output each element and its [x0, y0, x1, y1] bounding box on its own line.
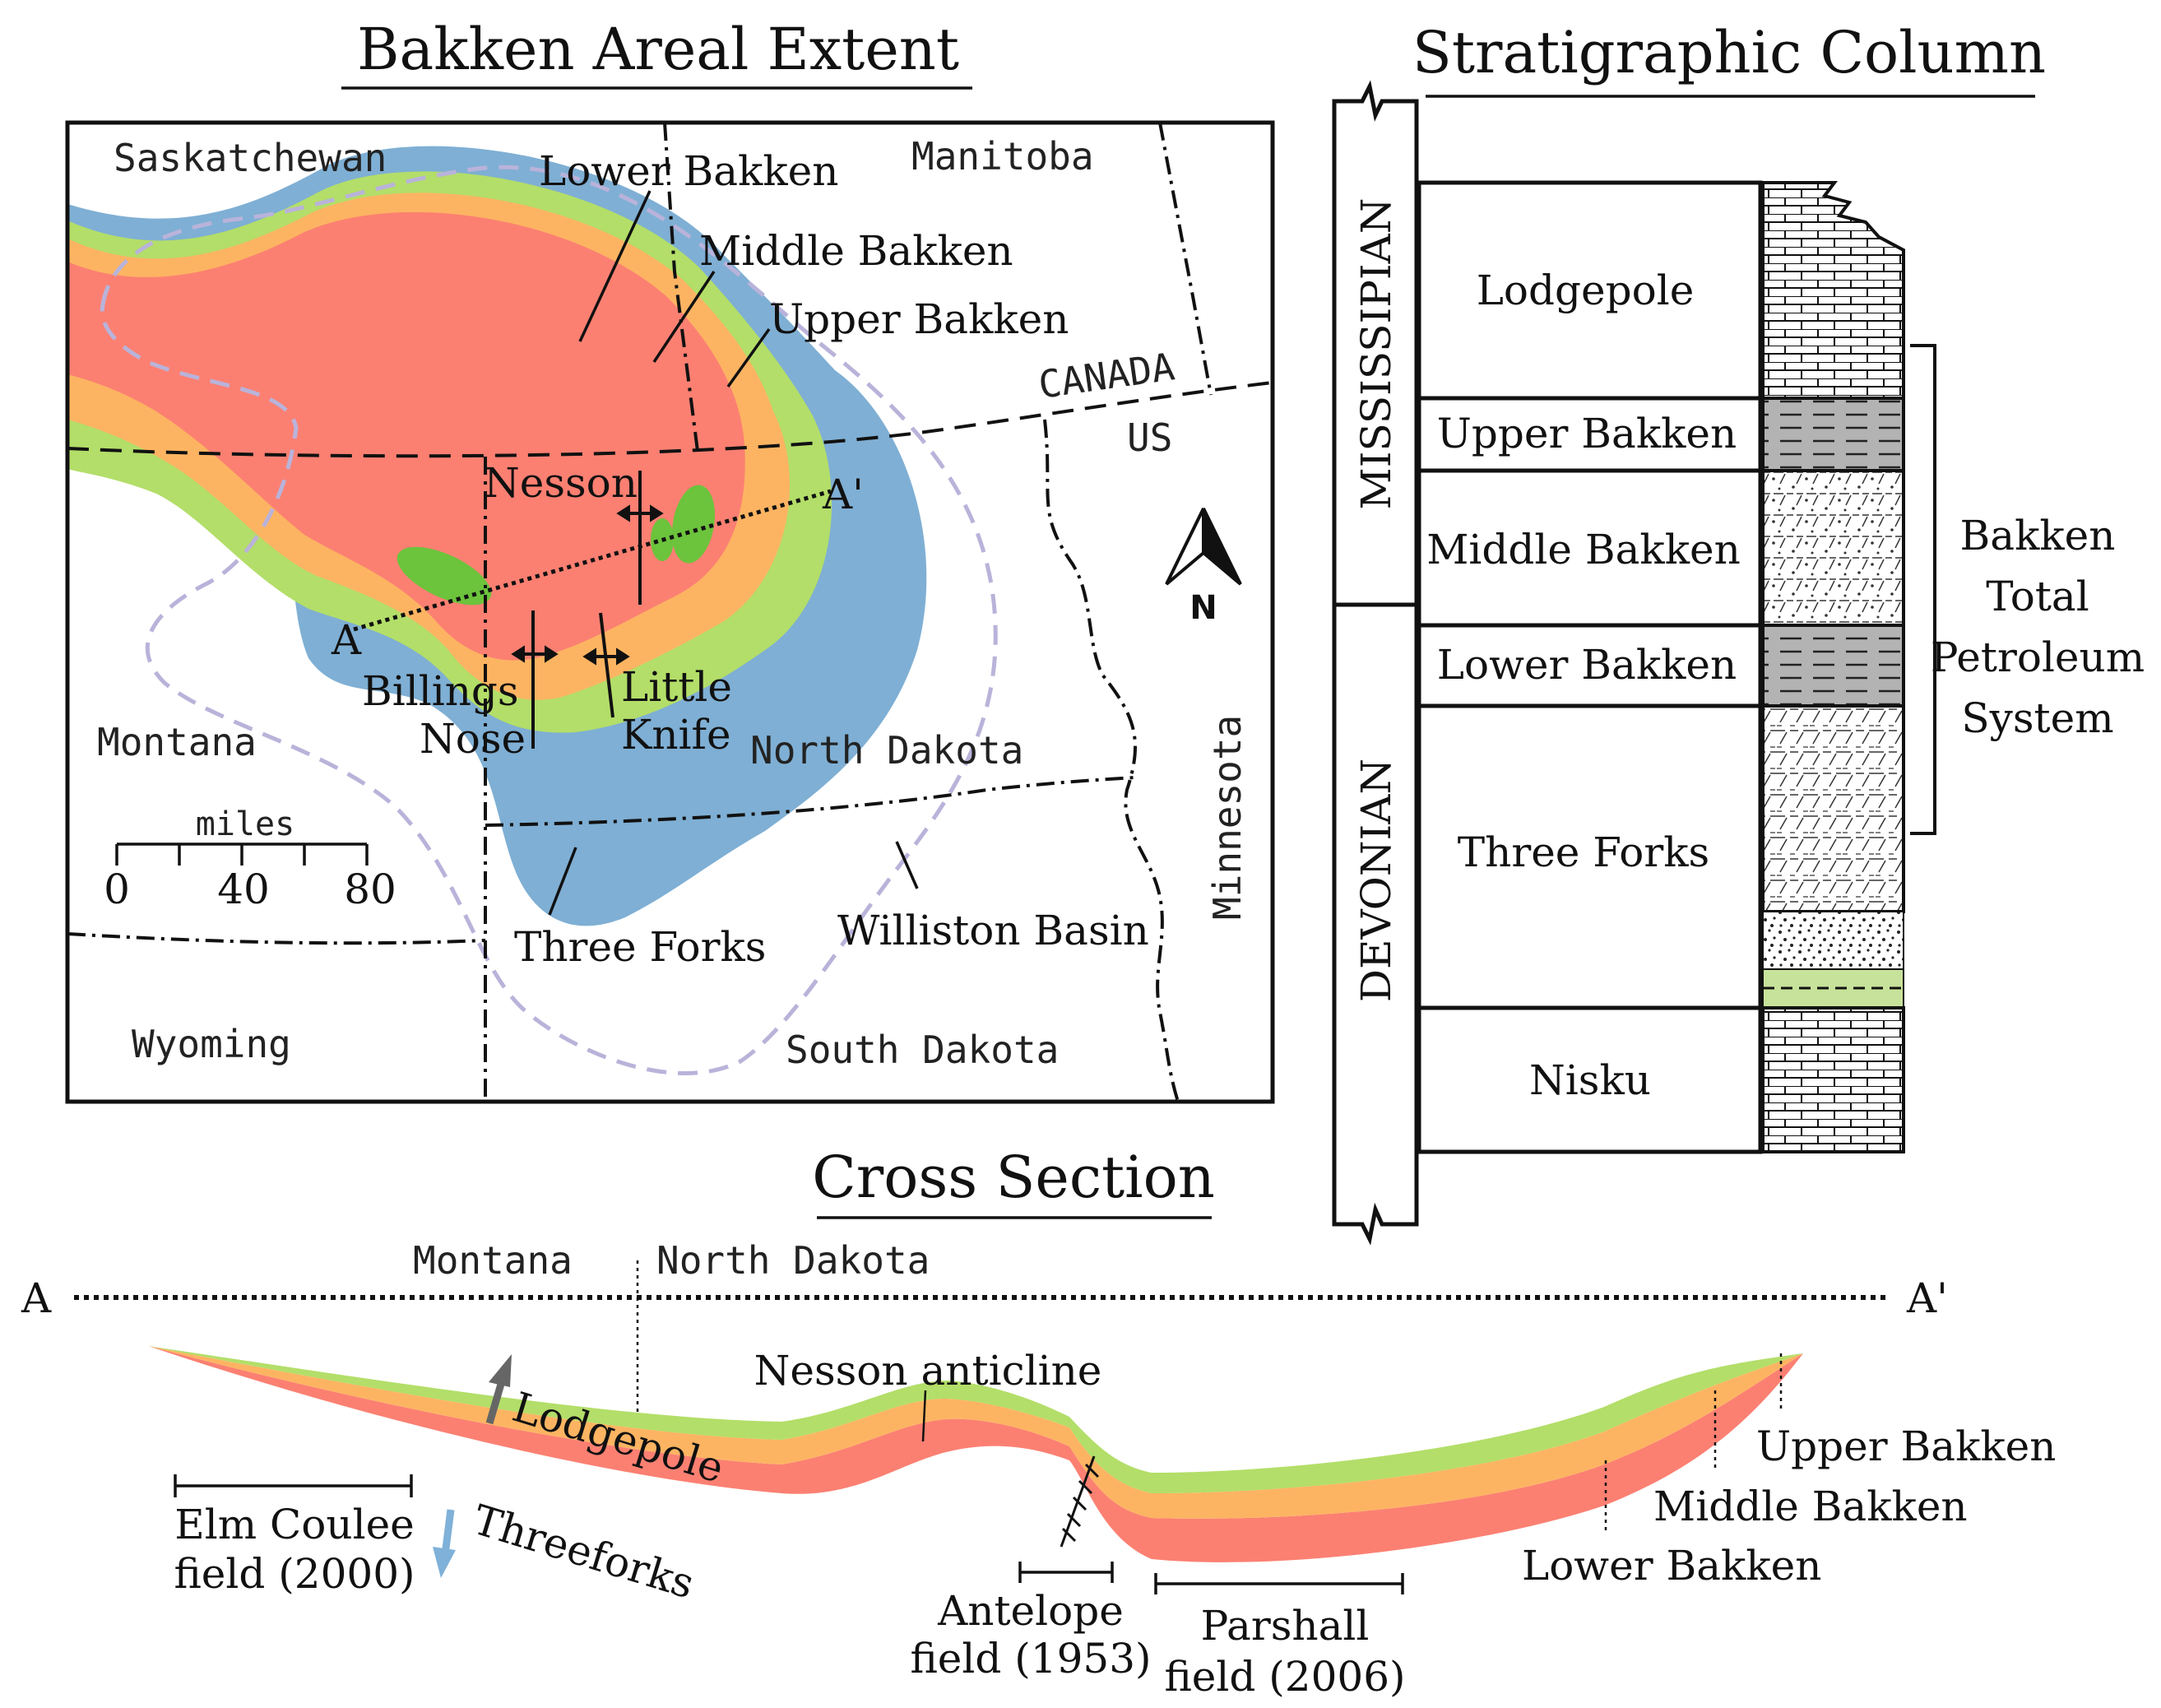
cross-section-trace	[353, 489, 832, 632]
unit-lodgepole: Lodgepole	[1477, 267, 1695, 314]
label-antelope-2: field (1953)	[910, 1635, 1151, 1682]
label-montana: Montana	[97, 720, 257, 764]
label-minnesota: Minnesota	[1205, 715, 1250, 920]
label-nesson: Nesson	[484, 459, 638, 507]
label-north-dakota: North Dakota	[750, 728, 1023, 773]
label-threeforks: Threeforks	[467, 1496, 699, 1608]
label-point-a: A	[331, 616, 362, 664]
label-knife: Knife	[621, 711, 731, 759]
tps-line-4: System	[1961, 694, 2113, 742]
label-section-middle-bakken: Middle Bakken	[1653, 1483, 1968, 1530]
period-devonian: DEVONIAN	[1352, 759, 1400, 1002]
label-saskatchewan: Saskatchewan	[114, 136, 387, 180]
unit-lower-bakken: Lower Bakken	[1437, 641, 1737, 689]
unit-middle-bakken: Middle Bakken	[1426, 526, 1741, 573]
unit-three-forks: Three Forks	[1458, 828, 1709, 876]
map-title: Bakken Areal Extent	[357, 16, 959, 83]
label-section-upper-bakken: Upper Bakken	[1756, 1423, 2056, 1470]
label-section-lower-bakken: Lower Bakken	[1522, 1542, 1821, 1590]
arrow-down-icon	[433, 1509, 456, 1578]
label-lower-bakken: Lower Bakken	[539, 147, 838, 195]
lith-nisku	[1761, 1006, 1905, 1153]
williston-basin-outline	[100, 165, 998, 1075]
scale-tick-80: 80	[344, 866, 396, 913]
label-nesson-anticline: Nesson anticline	[754, 1347, 1102, 1395]
label-billings: Billings	[362, 667, 519, 715]
lith-three-forks-sand	[1762, 911, 1904, 970]
section-point-a: A	[21, 1274, 52, 1322]
period-bar	[1332, 80, 1419, 1246]
label-antelope-1: Antelope	[937, 1587, 1124, 1635]
nd-sd-border	[485, 776, 1136, 827]
north-label: N	[1189, 589, 1217, 627]
scale-title: miles	[196, 805, 294, 843]
section-title: Cross Section	[812, 1144, 1215, 1211]
field-patch-east	[672, 485, 715, 564]
lith-middle-bakken	[1761, 469, 1905, 627]
section-montana: Montana	[413, 1238, 573, 1283]
scale-bar: miles 0 40 80	[104, 805, 396, 913]
nd-minnesota-border	[1043, 419, 1180, 1102]
tps-bracket	[1910, 344, 1936, 835]
label-us: US	[1127, 415, 1172, 460]
structure-symbols	[511, 471, 664, 749]
montana-wyoming-border	[67, 932, 486, 945]
unit-nisku: Nisku	[1529, 1056, 1651, 1104]
field-patch-west	[396, 546, 492, 606]
label-nose: Nose	[420, 715, 526, 763]
column-title: Stratigraphic Column	[1412, 19, 2046, 86]
label-parshall-1: Parshall	[1201, 1602, 1370, 1650]
north-arrow-icon: N	[1165, 508, 1242, 627]
label-middle-bakken: Middle Bakken	[699, 227, 1013, 275]
lith-upper-bakken	[1761, 397, 1905, 472]
lith-lower-bakken	[1761, 624, 1905, 708]
manitoba-east-border	[1158, 123, 1213, 396]
label-point-a-prime: A'	[822, 471, 864, 518]
label-parshall-2: field (2006)	[1164, 1653, 1405, 1701]
label-elm-coulee-1: Elm Coulee	[174, 1501, 415, 1548]
lith-lodgepole	[1761, 181, 1905, 400]
strat-column-panel: Stratigraphic Column MISSISSIPIAN DEVONI…	[1332, 19, 2145, 1246]
canada-us-border	[67, 381, 1273, 458]
map-area	[67, 123, 1273, 1102]
label-little: Little	[621, 663, 732, 711]
political-borders	[67, 123, 1273, 1102]
scale-tick-0: 0	[104, 866, 130, 913]
label-three-forks: Three Forks	[514, 923, 766, 971]
section-north-dakota: North Dakota	[656, 1238, 930, 1283]
section-upper-bakken	[148, 1346, 1803, 1493]
label-wyoming: Wyoming	[132, 1022, 291, 1066]
lower-bakken-extent	[67, 211, 745, 661]
section-point-a-prime: A'	[1906, 1274, 1948, 1322]
label-elm-coulee-2: field (2000)	[174, 1550, 415, 1598]
map-leader-lines	[548, 190, 919, 916]
scale-tick-40: 40	[217, 866, 270, 913]
tps-line-1: Bakken	[1960, 512, 2116, 559]
lith-three-forks	[1761, 704, 1905, 913]
arrow-up-icon	[485, 1354, 512, 1425]
saskatchewan-manitoba-border	[663, 123, 699, 452]
label-upper-bakken: Upper Bakken	[769, 295, 1069, 343]
period-mississippian: MISSISSIPIAN	[1352, 198, 1400, 510]
fault-symbol	[1060, 1455, 1100, 1548]
field-brackets	[174, 1474, 1404, 1594]
tps-line-2: Total	[1986, 573, 2089, 620]
map-frame	[65, 120, 1275, 1104]
section-leader-lines	[921, 1353, 1783, 1530]
tps-line-3: Petroleum	[1931, 634, 2145, 681]
label-manitoba: Manitoba	[911, 134, 1094, 179]
unit-boxes	[1417, 180, 1763, 1154]
unit-upper-bakken: Upper Bakken	[1437, 410, 1737, 457]
cross-section-panel: Cross Section A A' Montana North Dakota	[21, 1144, 2056, 1701]
label-lodgepole: Lodgepole	[507, 1383, 729, 1492]
lithology-column	[1761, 181, 1905, 1153]
label-williston-basin: Williston Basin	[837, 907, 1149, 954]
map-panel: Bakken Areal Extent	[65, 16, 1275, 1104]
label-south-dakota: South Dakota	[786, 1028, 1059, 1072]
